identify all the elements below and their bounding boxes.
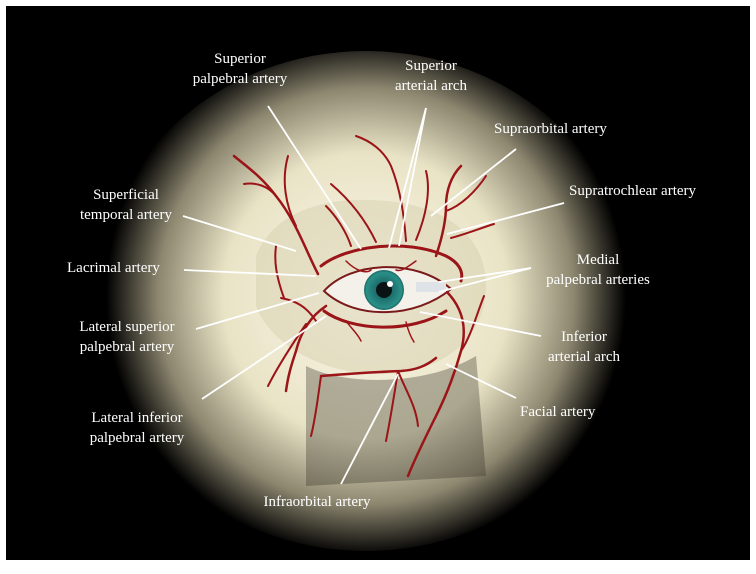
label-lateral-superior-palpebral-artery: Lateral superior palpebral artery (62, 317, 192, 357)
label-lateral-inferior-palpebral-artery: Lateral inferior palpebral artery (72, 408, 202, 448)
anatomy-figure: Superior palpebral artery Superior arter… (6, 6, 750, 560)
eye-highlight (387, 281, 393, 287)
label-supraorbital-artery: Supraorbital artery (494, 119, 607, 139)
label-infraorbital-artery: Infraorbital artery (242, 492, 392, 512)
label-supratrochlear-artery: Supratrochlear artery (569, 181, 696, 201)
label-superior-palpebral-artery: Superior palpebral artery (175, 49, 305, 89)
label-inferior-arterial-arch: Inferior arterial arch (534, 327, 634, 367)
label-lacrimal-artery: Lacrimal artery (67, 258, 160, 278)
label-facial-artery: Facial artery (520, 402, 595, 422)
label-superior-arterial-arch: Superior arterial arch (376, 56, 486, 96)
label-superficial-temporal-artery: Superficial temporal artery (61, 185, 191, 225)
label-medial-palpebral-arteries: Medial palpebral arteries (528, 250, 668, 290)
